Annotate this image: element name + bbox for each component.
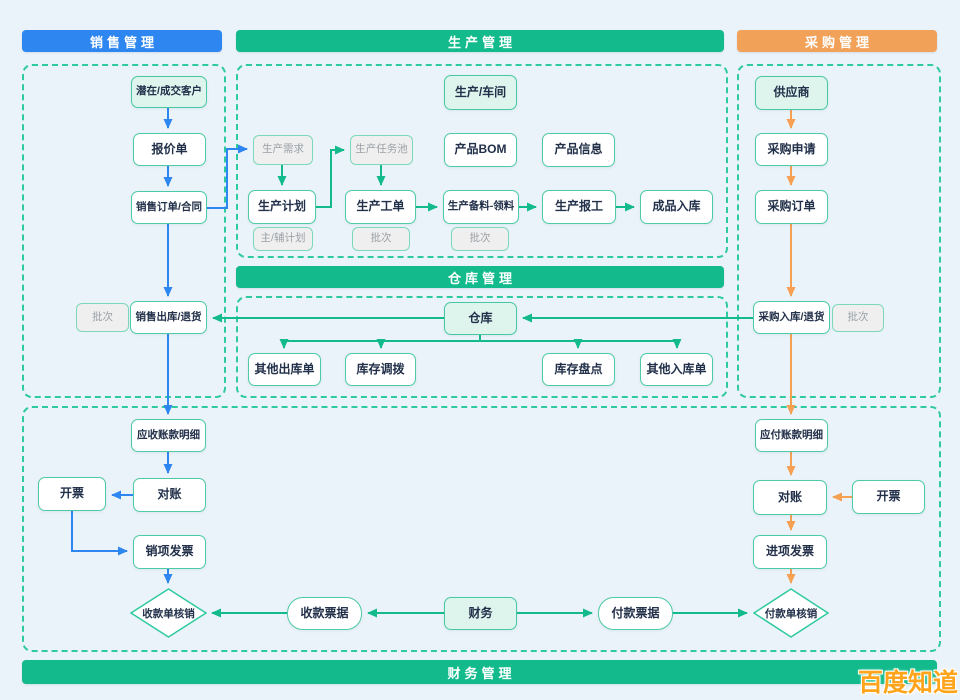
baidu-zhidao-watermark: 百度知道 <box>858 669 959 697</box>
receipt-note-node: 收款票据 <box>287 597 362 630</box>
finance-group-container <box>22 406 941 652</box>
payment-writeoff-node: 付款单核销 <box>753 588 829 638</box>
warehouse-section-header: 仓库管理 <box>236 266 724 288</box>
work-order-batch-tag: 批次 <box>352 227 410 251</box>
ar-detail-node: 应收账款明细 <box>131 419 206 452</box>
warehouse-node: 仓库 <box>444 302 517 335</box>
sales-out-node: 销售出库/退货 <box>130 301 207 334</box>
payment-note-node: 付款票据 <box>598 597 673 630</box>
customer-node: 潜在/成交客户 <box>131 76 207 108</box>
plan-sub-tag: 主/辅计划 <box>253 227 313 251</box>
ar-invoice-node: 开票 <box>38 477 106 511</box>
finance-section-header: 财务管理 <box>22 660 937 684</box>
finished-in-node: 成品入库 <box>640 190 713 224</box>
sales-section-header: 销售管理 <box>22 30 222 52</box>
warehouse-group-container <box>236 296 728 398</box>
inv-transfer-node: 库存调拨 <box>345 353 416 386</box>
ar-recon-node: 对账 <box>133 478 206 512</box>
purchase-request-node: 采购申请 <box>755 133 828 166</box>
product-info-node: 产品信息 <box>542 133 615 167</box>
material-batch-tag: 批次 <box>451 227 509 251</box>
other-out-node: 其他出库单 <box>248 353 321 386</box>
workshop-node: 生产/车间 <box>444 75 517 110</box>
receipt-writeoff-node: 收款单核销 <box>130 588 207 638</box>
purchase-in-node: 采购入库/退货 <box>753 301 830 334</box>
prod-material-node: 生产备料-领料 <box>443 190 519 224</box>
purchase-order-node: 采购订单 <box>755 190 828 224</box>
other-in-node: 其他入库单 <box>640 353 713 386</box>
diamond-shape <box>753 588 829 638</box>
bom-node: 产品BOM <box>444 133 517 167</box>
purchase-invoice-node: 进项发票 <box>753 535 827 569</box>
sales-invoice-node: 销项发票 <box>133 535 206 569</box>
sales-batch-tag: 批次 <box>76 303 129 332</box>
production-section-header: 生产管理 <box>236 30 724 52</box>
prod-plan-node: 生产计划 <box>248 190 316 224</box>
work-order-node: 生产工单 <box>345 190 416 224</box>
diamond-shape <box>130 588 207 638</box>
sales-order-node: 销售订单/合同 <box>131 191 207 224</box>
purchase-section-header: 采购管理 <box>737 30 937 52</box>
quote-node: 报价单 <box>133 133 206 166</box>
finance-hub-node: 财务 <box>444 597 517 630</box>
ap-recon-node: 对账 <box>753 480 827 515</box>
purchase-group-container <box>737 64 941 398</box>
ap-detail-node: 应付账款明细 <box>755 419 828 452</box>
prod-report-node: 生产报工 <box>542 190 616 224</box>
supplier-node: 供应商 <box>755 76 828 110</box>
stocktake-node: 库存盘点 <box>542 353 615 386</box>
receipt-writeoff-label: 收款单核销 <box>142 607 195 620</box>
prod-demand-node: 生产需求 <box>253 135 313 165</box>
payment-writeoff-label: 付款单核销 <box>764 607 818 620</box>
ap-invoice-node: 开票 <box>852 480 925 514</box>
task-pool-node: 生产任务池 <box>350 135 413 165</box>
purchase-batch-tag: 批次 <box>832 304 884 332</box>
sales-group-container <box>22 64 226 398</box>
